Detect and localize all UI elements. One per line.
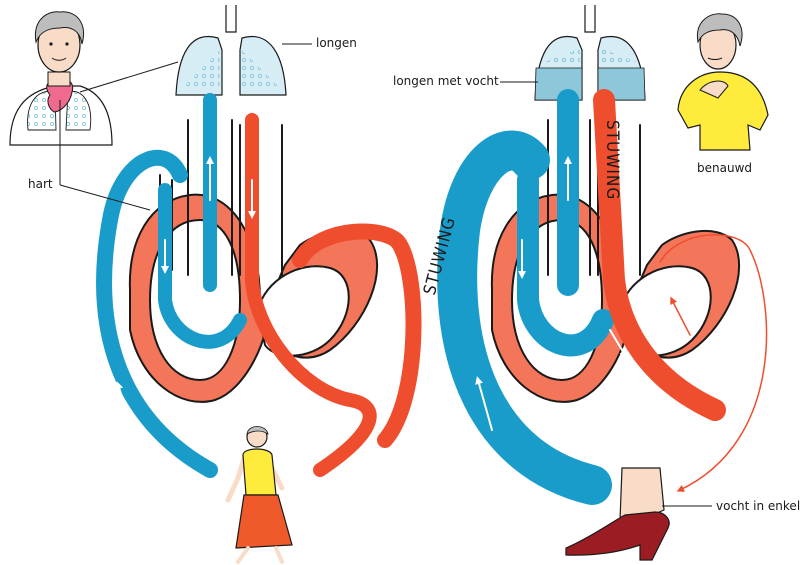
label-longen-met-vocht: longen met vocht [393,74,499,88]
lungs-with-fluid-icon [534,5,646,101]
label-hart: hart [28,177,53,191]
portrait-lung-leader-line [79,61,179,93]
lungs-icon [175,5,287,96]
hart-leader-line [59,184,151,211]
arterial-flow [245,113,422,477]
woman-portrait-icon [9,11,113,146]
heart-failure-panel [437,5,769,561]
breathless-woman-icon [677,13,769,151]
label-longen: longen [316,36,357,50]
label-vocht-in-enkels: vocht in enkels [716,499,800,513]
label-benauwd: benauwd [697,161,752,175]
ankle-shoe-icon [565,467,670,561]
venous-flow [96,93,247,478]
congested-arterial-flow [593,89,768,492]
normal-heart-panel [9,5,422,564]
congested-venous-flow [437,89,614,505]
walking-woman-icon [225,426,293,564]
stuwing-label-arterial: STUWING [602,120,622,201]
